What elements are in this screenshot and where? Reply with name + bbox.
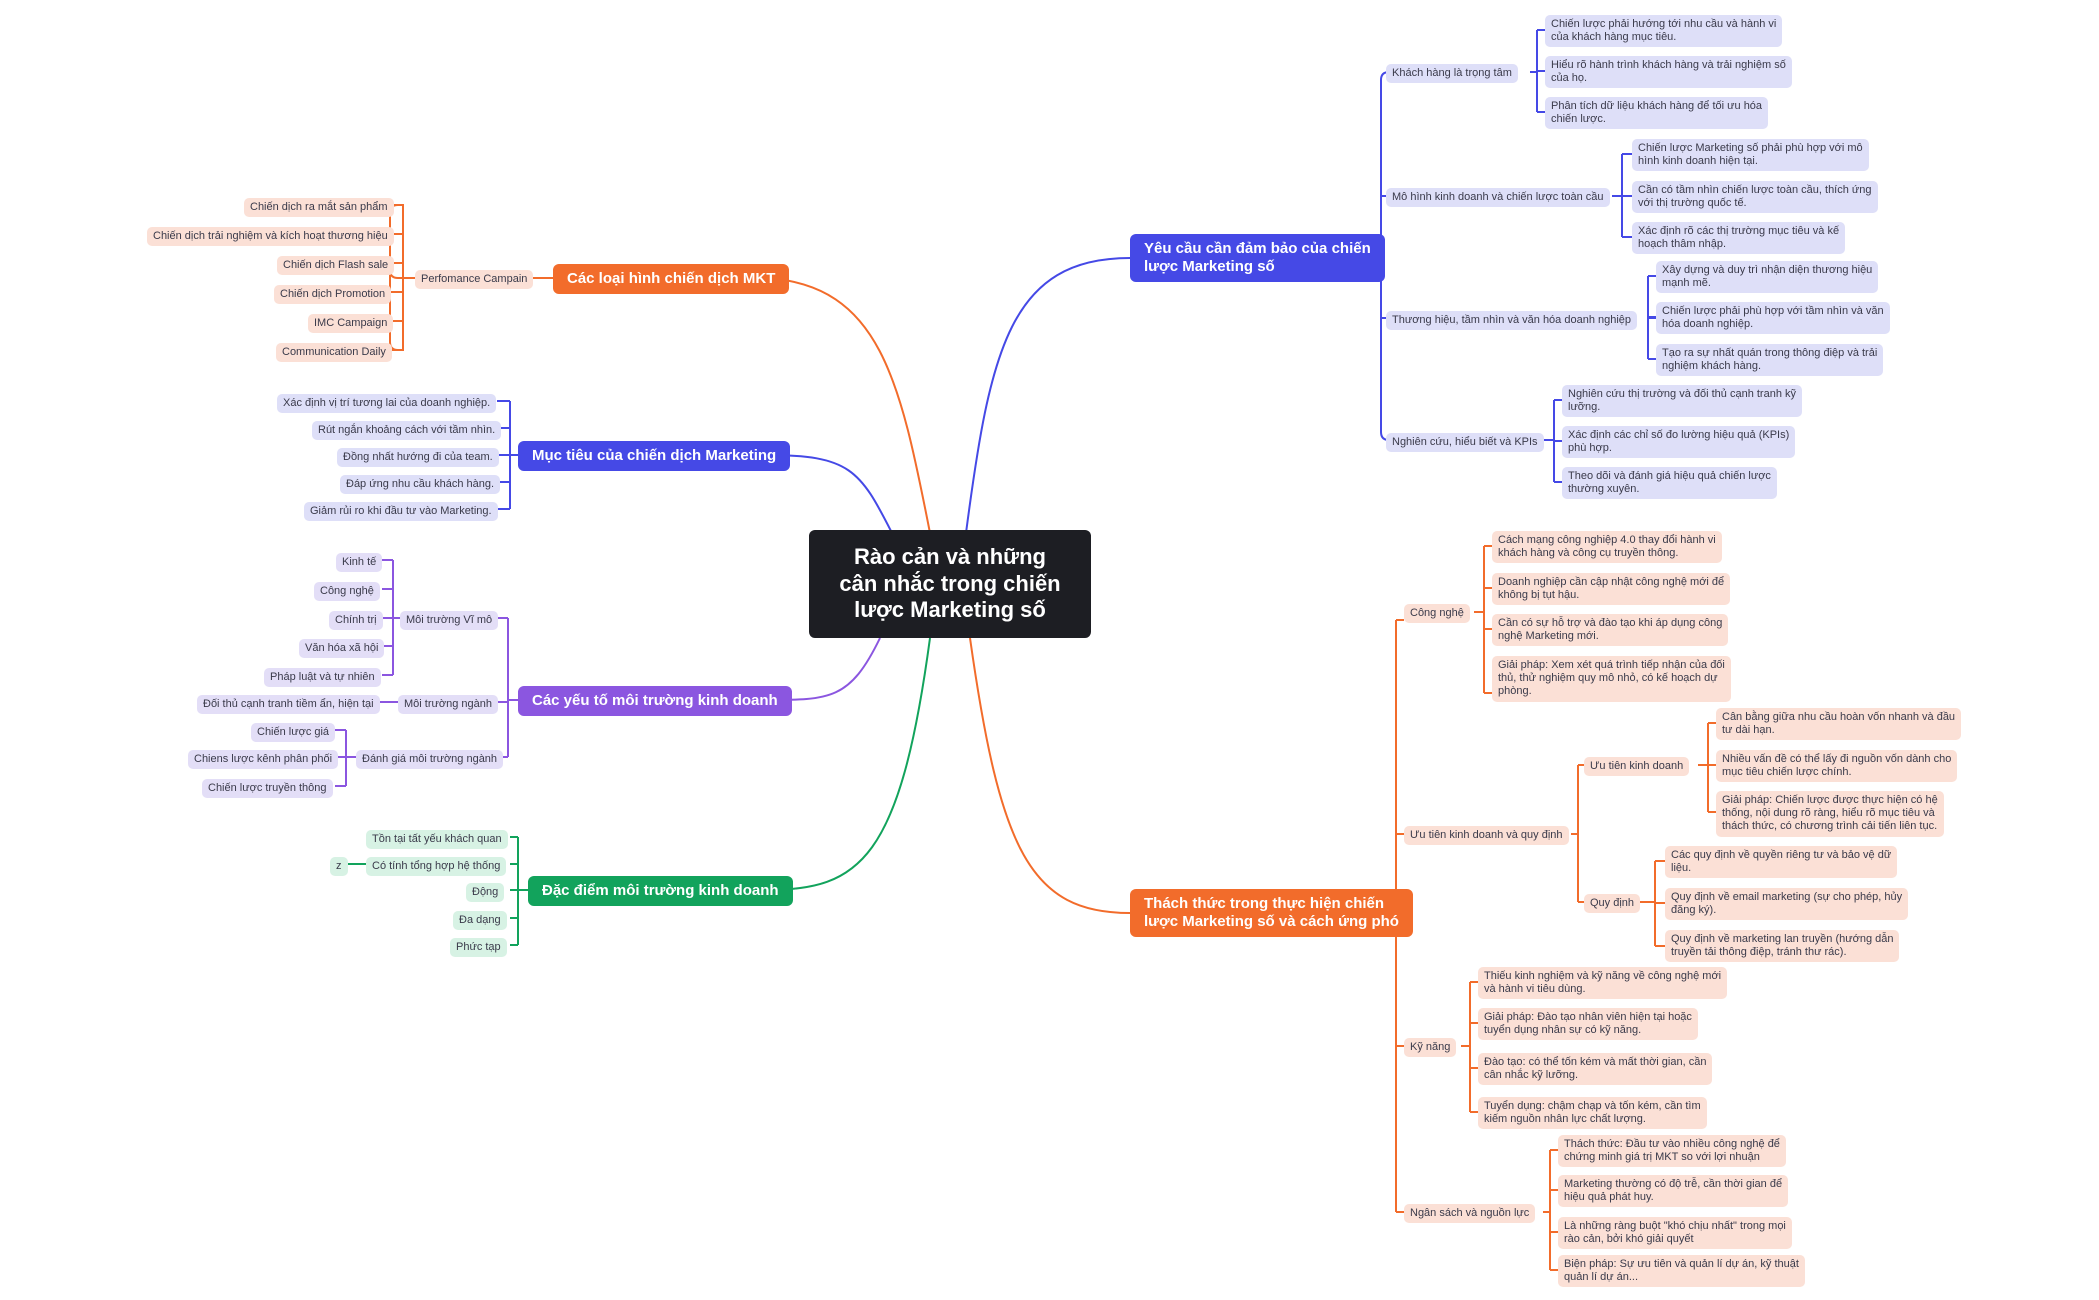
connector bbox=[1647, 275, 1663, 360]
env-industry[interactable]: Môi trường ngành bbox=[398, 695, 498, 715]
central-topic[interactable]: Rào cản và những cân nhắc trong chiến lư… bbox=[809, 530, 1091, 638]
biz-item[interactable]: Giải pháp: Chiến lược được thực hiện có … bbox=[1716, 791, 1944, 837]
req-item[interactable]: Theo dõi và đánh giá hiệu quả chiến lược… bbox=[1562, 467, 1777, 500]
connector bbox=[497, 400, 518, 510]
macro-item[interactable]: Văn hóa xã hội bbox=[299, 639, 385, 659]
req-item[interactable]: Tạo ra sự nhất quán trong thông điệp và … bbox=[1656, 344, 1884, 377]
assess-item[interactable]: Chiến lược truyền thông bbox=[202, 779, 333, 799]
priority-biz[interactable]: Ưu tiên kinh doanh bbox=[1584, 757, 1690, 777]
campaign-item[interactable]: Chiến dịch trải nghiệm và kích hoạt thươ… bbox=[147, 227, 394, 247]
reg-item[interactable]: Quy định về email marketing (sự cho phép… bbox=[1665, 888, 1909, 921]
connector bbox=[1635, 860, 1665, 947]
budget-item[interactable]: Biện pháp: Sự ưu tiên và quản lí dự án, … bbox=[1558, 1255, 1805, 1288]
campaign-item[interactable]: Chiến dịch Flash sale bbox=[277, 256, 395, 276]
branch-campaign-goals[interactable]: Mục tiêu của chiến dịch Marketing bbox=[518, 441, 791, 471]
connector bbox=[1544, 399, 1562, 483]
connector bbox=[969, 637, 1131, 914]
priority-reg[interactable]: Quy định bbox=[1584, 894, 1641, 914]
skill-item[interactable]: Đào tạo: có thể tốn kém và mất thời gian… bbox=[1478, 1053, 1713, 1086]
req-item[interactable]: Chiến lược Marketing số phải phù hợp với… bbox=[1632, 139, 1869, 172]
macro-item[interactable]: Công nghệ bbox=[314, 582, 380, 602]
trait-extra[interactable]: z bbox=[330, 857, 348, 877]
req-item[interactable]: Chiến lược phải phù hợp với tầm nhìn và … bbox=[1656, 302, 1890, 335]
tech-item[interactable]: Cần có sự hỗ trợ và đào tạo khi áp dụng … bbox=[1492, 614, 1729, 647]
campaign-item[interactable]: IMC Campaign bbox=[308, 314, 394, 334]
branch-challenges[interactable]: Thách thức trong thực hiện chiến lược Ma… bbox=[1130, 889, 1413, 937]
challenge-tech[interactable]: Công nghệ bbox=[1404, 604, 1470, 624]
trait-item[interactable]: Phức tạp bbox=[450, 938, 507, 958]
goal-item[interactable]: Giảm rủi ro khi đầu tư vào Marketing. bbox=[304, 502, 498, 522]
tech-item[interactable]: Doanh nghiệp cần cập nhật công nghệ mới … bbox=[1492, 573, 1731, 606]
req-group-business-model[interactable]: Mô hình kinh doanh và chiến lược toàn cầ… bbox=[1386, 188, 1610, 208]
assess-item[interactable]: Chiến lược giá bbox=[251, 723, 336, 743]
connector bbox=[1543, 1149, 1558, 1271]
macro-item[interactable]: Chính trị bbox=[329, 611, 383, 631]
macro-item[interactable]: Kinh tế bbox=[336, 553, 383, 573]
trait-item[interactable]: Đa dạng bbox=[453, 911, 507, 931]
branch-campaign-types[interactable]: Các loại hình chiến dịch MKT bbox=[553, 264, 790, 294]
connector bbox=[1612, 153, 1632, 238]
connector bbox=[1571, 764, 1584, 903]
connector bbox=[1698, 722, 1716, 813]
challenge-skills[interactable]: Kỹ năng bbox=[1404, 1038, 1457, 1058]
connector bbox=[1474, 545, 1492, 694]
biz-item[interactable]: Nhiều vấn đề có thể lấy đi nguồn vốn dàn… bbox=[1716, 750, 1958, 783]
tech-item[interactable]: Giải pháp: Xem xét quá trình tiếp nhận c… bbox=[1492, 656, 1731, 702]
connector bbox=[765, 454, 893, 534]
env-macro[interactable]: Môi trường Vĩ mô bbox=[400, 611, 499, 631]
connector bbox=[335, 729, 356, 787]
connector bbox=[965, 257, 1131, 534]
connector bbox=[390, 204, 415, 351]
req-item[interactable]: Chiến lược phải hướng tới nhu cầu và hàn… bbox=[1545, 15, 1783, 48]
branch-env-traits[interactable]: Đặc điểm môi trường kinh doanh bbox=[528, 876, 793, 906]
skill-item[interactable]: Thiếu kinh nghiệm và kỹ năng về công ngh… bbox=[1478, 967, 1728, 1000]
connector bbox=[1530, 29, 1545, 113]
assess-item[interactable]: Chiens lược kênh phân phối bbox=[188, 750, 339, 770]
connector bbox=[1461, 981, 1478, 1113]
goal-item[interactable]: Đáp ứng nhu cầu khách hàng. bbox=[340, 475, 501, 495]
goal-item[interactable]: Xác định vị trí tương lai của doanh nghi… bbox=[277, 394, 497, 414]
campaign-item[interactable]: Chiến dịch Promotion bbox=[274, 285, 392, 305]
trait-item[interactable]: Tồn tại tất yếu khách quan bbox=[366, 830, 508, 850]
skill-item[interactable]: Tuyển dụng: chậm chạp và tốn kém, cần tì… bbox=[1478, 1097, 1707, 1130]
req-group-customer[interactable]: Khách hàng là trọng tâm bbox=[1386, 64, 1518, 84]
env-assess[interactable]: Đánh giá môi trường ngành bbox=[356, 750, 504, 770]
industry-item[interactable]: Đối thủ cạnh tranh tiềm ẩn, hiện tại bbox=[197, 695, 380, 715]
goal-item[interactable]: Rút ngắn khoảng cách với tầm nhìn. bbox=[312, 421, 502, 441]
req-item[interactable]: Hiểu rõ hành trình khách hàng và trải ng… bbox=[1545, 56, 1792, 89]
req-item[interactable]: Xác định các chỉ số đo lường hiệu quả (K… bbox=[1562, 426, 1796, 459]
challenge-budget[interactable]: Ngân sách và nguồn lực bbox=[1404, 1204, 1536, 1224]
trait-item[interactable]: Có tính tổng hợp hệ thống bbox=[366, 857, 507, 877]
reg-item[interactable]: Các quy định về quyền riêng tư và bảo vệ… bbox=[1665, 846, 1898, 879]
budget-item[interactable]: Là những ràng buột "khó chịu nhất" trong… bbox=[1558, 1217, 1792, 1250]
budget-item[interactable]: Marketing thường có độ trễ, cần thời gia… bbox=[1558, 1175, 1789, 1208]
skill-item[interactable]: Giải pháp: Đào tạo nhân viên hiện tại ho… bbox=[1478, 1008, 1698, 1041]
macro-item[interactable]: Pháp luật và tự nhiên bbox=[264, 668, 381, 688]
req-item[interactable]: Cần có tầm nhìn chiến lược toàn cầu, thí… bbox=[1632, 181, 1878, 214]
branch-env-factors[interactable]: Các yếu tố môi trường kinh doanh bbox=[518, 686, 792, 716]
connector bbox=[765, 637, 931, 891]
req-item[interactable]: Xây dựng và duy trì nhận diện thương hiệ… bbox=[1656, 261, 1879, 294]
req-item[interactable]: Xác định rõ các thị trường mục tiêu và k… bbox=[1632, 222, 1846, 255]
campaign-item[interactable]: Communication Daily bbox=[276, 343, 392, 363]
budget-item[interactable]: Thách thức: Đầu tư vào nhiều công nghệ đ… bbox=[1558, 1135, 1786, 1168]
connector bbox=[498, 617, 518, 758]
tech-item[interactable]: Cách mạng công nghiệp 4.0 thay đổi hành … bbox=[1492, 531, 1722, 564]
campaign-sub-performance[interactable]: Perfomance Campain bbox=[415, 270, 534, 290]
trait-item[interactable]: Động bbox=[466, 883, 505, 903]
req-group-research[interactable]: Nghiên cứu, hiểu biết và KPIs bbox=[1386, 433, 1544, 453]
connector bbox=[765, 277, 931, 534]
req-item[interactable]: Phân tích dữ liệu khách hàng để tối ưu h… bbox=[1545, 97, 1769, 130]
req-group-brand[interactable]: Thương hiệu, tầm nhìn và văn hóa doanh n… bbox=[1386, 311, 1638, 331]
reg-item[interactable]: Quy định về marketing lan truyền (hướng … bbox=[1665, 930, 1900, 963]
campaign-item[interactable]: Chiến dịch ra mắt sản phẩm bbox=[244, 198, 394, 218]
connector bbox=[382, 559, 403, 676]
biz-item[interactable]: Cân bằng giữa nhu cầu hoàn vốn nhanh và … bbox=[1716, 708, 1962, 741]
connector bbox=[510, 836, 528, 946]
req-item[interactable]: Nghiên cứu thị trường và đối thủ cạnh tr… bbox=[1562, 385, 1803, 418]
branch-requirements[interactable]: Yêu cầu cần đảm bảo của chiến lược Marke… bbox=[1130, 234, 1385, 282]
challenge-priority[interactable]: Ưu tiên kinh doanh và quy định bbox=[1404, 826, 1569, 846]
goal-item[interactable]: Đồng nhất hướng đi của team. bbox=[337, 448, 499, 468]
